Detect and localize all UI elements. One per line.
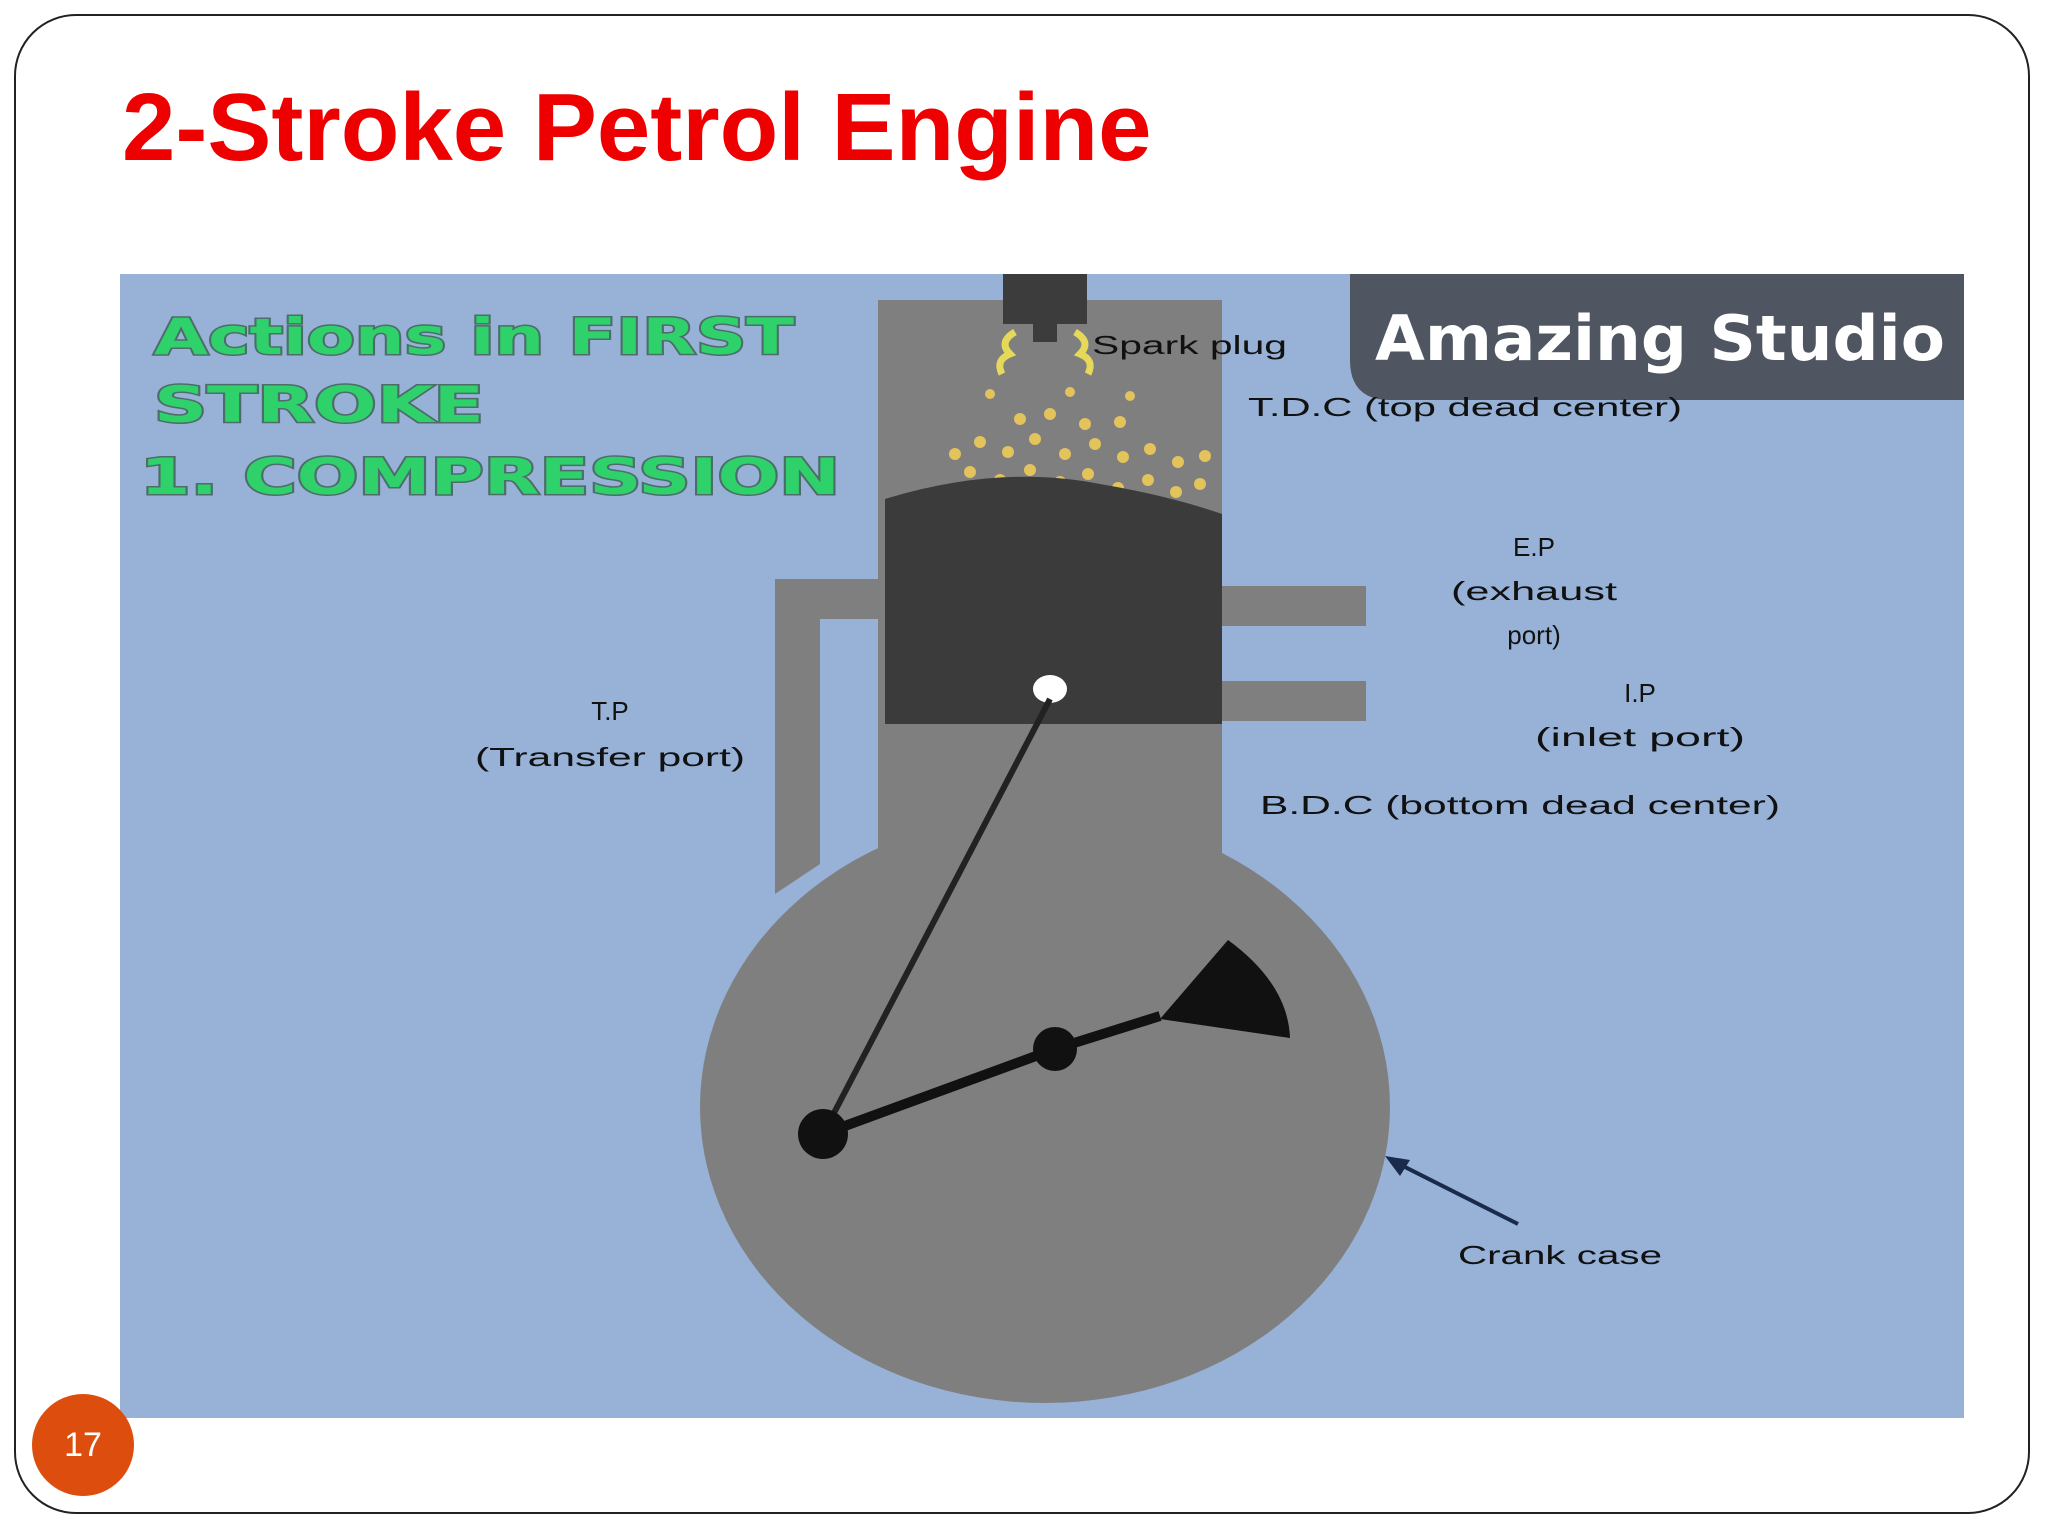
watermark-text: Amazing Studio — [1375, 302, 1945, 375]
spark-plug-tip — [1033, 322, 1057, 342]
heading-line-3: 1. COMPRESSION — [140, 448, 840, 506]
transfer-port-duct — [775, 579, 895, 894]
label-ep-1: E.P — [1513, 532, 1555, 562]
inlet-port-stub — [1222, 681, 1366, 721]
counterweight — [1160, 940, 1290, 1038]
crank-pin — [798, 1109, 848, 1159]
watermark-box — [1350, 274, 1964, 400]
spark-plug — [1003, 274, 1087, 324]
label-tp-1: T.P — [591, 696, 629, 726]
crank-arm — [821, 1044, 1057, 1139]
label-tdc: T.D.C (top dead center) — [1248, 392, 1682, 422]
exhaust-port-stub — [1222, 586, 1366, 626]
crank-case-arrowhead — [1385, 1156, 1410, 1176]
heading-line-1: Actions in FIRST — [154, 308, 794, 366]
label-spark-plug: Spark plug — [1092, 330, 1287, 360]
page-number-badge: 17 — [32, 1394, 134, 1496]
crank-case-arrow — [1394, 1160, 1519, 1226]
connecting-rod — [820, 697, 1053, 1136]
heading-line-2: STROKE — [154, 376, 484, 434]
crank-shaft — [1033, 1027, 1077, 1071]
label-ip-1: I.P — [1624, 678, 1656, 708]
part-labels: Spark plug T.D.C (top dead center) E.P (… — [475, 330, 1780, 1270]
label-ep-2: (exhaust — [1451, 576, 1618, 606]
label-ep-3: port) — [1507, 620, 1560, 650]
label-ip-2: (inlet port) — [1535, 722, 1745, 752]
piston — [885, 476, 1222, 724]
spark-right — [1073, 328, 1094, 376]
slide-title: 2-Stroke Petrol Engine — [122, 74, 1152, 181]
label-crank-case: Crank case — [1458, 1240, 1662, 1270]
gudgeon-pin — [1033, 675, 1067, 703]
label-bdc: B.D.C (bottom dead center) — [1260, 790, 1780, 820]
stroke-heading: Actions in FIRST STROKE 1. COMPRESSION — [139, 307, 842, 508]
label-tp-2: (Transfer port) — [475, 742, 745, 772]
spark-left — [996, 328, 1017, 376]
engine-diagram: Actions in FIRST STROKE 1. COMPRESSION A… — [120, 274, 1964, 1418]
